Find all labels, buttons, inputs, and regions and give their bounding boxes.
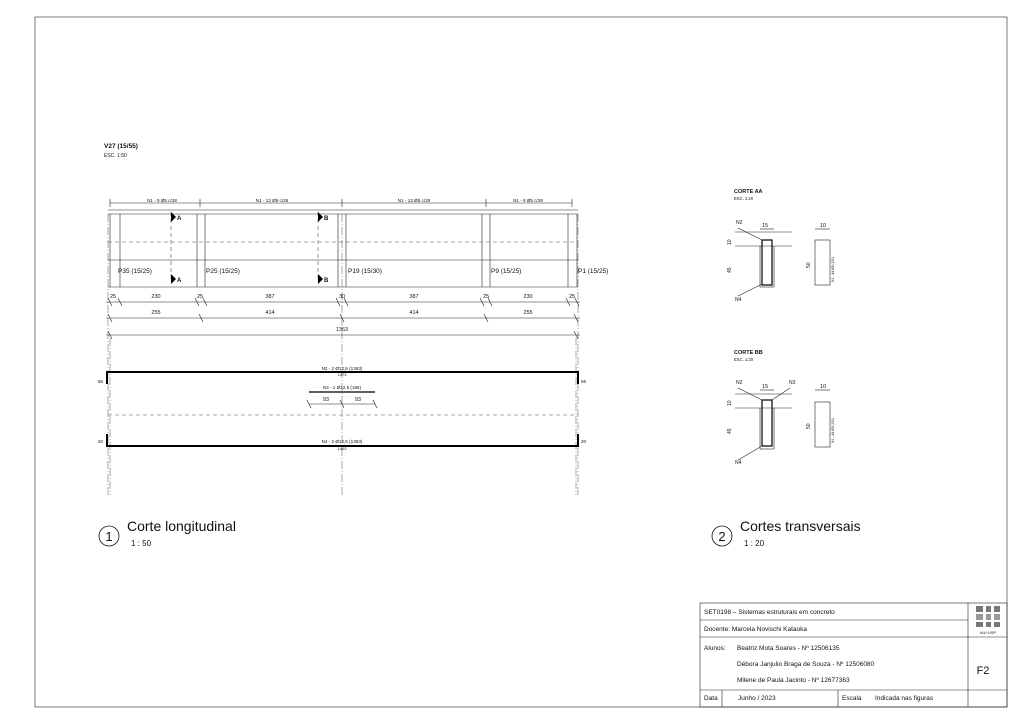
dim-r2-3: 414 [409,310,418,316]
section-bb-dim-50: 50 [806,423,812,429]
section-bb-dim-10: 10 [820,384,826,390]
section-mark-a-top: A [177,216,182,222]
beam-scale: ESC. 1:50 [104,153,127,159]
pillar-label-p19: P19 (15/30) [348,268,382,275]
section-aa-dim-50: 50 [806,262,812,268]
svg-text:IAU·USP: IAU·USP [980,630,997,635]
teacher-name: Docente: Marcela Novischi Kataoka [704,626,807,633]
view-1-number: 1 [105,529,112,544]
scale-value: Indicada nas figuras [875,695,934,702]
stirrup-label-1: N1 - 9 Ø5 c/28 [147,198,177,203]
dim-r1-5: 30 [339,294,345,300]
section-aa-label-n4: N4 [735,297,742,303]
section-aa-dim-10: 10 [820,223,826,229]
view-1-scale: 1 : 50 [131,539,152,548]
bar-n3-dim-2: 93 [355,397,361,403]
dim-r1-7: 25 [483,294,489,300]
date-value: Junho / 2023 [738,695,776,702]
student-1: Beatriz Mota Soares - Nº 12506135 [737,645,840,652]
section-cut-a: A A [170,212,182,284]
dim-r1-2: 230 [151,294,160,300]
university-logo: IAU·USP [976,606,1000,635]
bar-n4-label: N4 - 2 Ø12,5 (1363) [322,439,363,444]
bar-n4-length: 1403 [338,446,348,451]
bar-n3-label: N3 - 1 Ø12,5 (186) [323,385,362,390]
section-bb-dim-45: 45 [727,428,733,434]
pillar-label-p25: P25 (15/25) [206,268,240,275]
section-mark-b-top: B [324,216,329,222]
beam-title: V27 (15/55) [104,143,138,150]
scale-label: Escala [842,695,862,702]
section-bb-stirrup: N1 - 44 Ø5 (150) [831,418,835,443]
bar-n2-hook-left: 55 [98,379,104,384]
stirrup-label-2: N1 - 13 Ø5 c/28 [256,198,289,203]
section-aa-dim-45: 45 [727,267,733,273]
section-mark-b-bottom: B [324,278,329,284]
view-2-scale: 1 : 20 [744,539,765,548]
sheet-number: F2 [977,665,990,677]
cross-section-aa: CORTE AA ESC. 1:20 N2 15 10 10 45 N4 50 … [727,189,835,303]
section-cut-b: B B [317,212,329,284]
bar-n2-length: 1473 [338,372,348,377]
bar-n3-dim-1: 93 [323,397,329,403]
dim-r1-9: 25 [569,294,575,300]
view-title-2: 2 Cortes transversais 1 : 20 [711,518,861,548]
dim-total: 1363 [336,327,348,333]
bar-n4 [106,434,579,447]
bar-n2-label: N2 - 2 Ø12,5 (1363) [322,366,363,371]
title-block: SET0198 – Sistemas estruturais em concre… [699,602,1008,708]
section-bb-title: CORTE BB [734,350,763,356]
dim-r2-4: 255 [523,310,532,316]
bar-n2-hook-right: 55 [581,379,587,384]
section-aa-stirrup: N1 - 44 Ø5 (150) [831,257,835,282]
dim-r1-1: 25 [110,294,116,300]
pillar-label-p9: P9 (15/25) [491,268,521,275]
view-title-1: 1 Corte longitudinal 1 : 50 [98,518,236,548]
section-bb-dim-slab: 10 [727,400,733,406]
bar-n4-hook-right: 20 [581,439,587,444]
section-aa-title: CORTE AA [734,189,763,195]
pillar-label-p35: P35 (15/25) [118,268,152,275]
student-2: Débora Janjulio Braga de Souza - Nº 1250… [737,661,875,668]
stirrup-label-4: N1 - 9 Ø5 c/28 [513,198,543,203]
view-2-number: 2 [718,529,725,544]
section-bb-scale: ESC. 1:20 [734,357,754,362]
pillar-label-p1: P1 (15/25) [578,268,608,275]
course-name: SET0198 – Sistemas estruturais em concre… [704,609,835,616]
sheet-border [34,16,1008,708]
student-3: Milene de Paula Jacinto - Nº 12677363 [737,677,850,684]
section-aa-label-n2: N2 [736,220,743,226]
view-2-title: Cortes transversais [740,518,861,534]
date-label: Data [704,695,718,702]
cross-section-bb: CORTE BB ESC. 1:20 N2 15 N3 10 10 45 N4 … [727,350,835,466]
longitudinal-section: V27 (15/55) ESC. 1:50 N1 - 9 Ø5 c/28 N1 … [98,143,608,495]
stirrup-label-3: N1 - 13 Ø5 c/28 [398,198,431,203]
dim-r1-8: 230 [523,294,532,300]
section-aa-dim-slab: 10 [727,239,733,245]
bar-n4-hook-left: 20 [98,439,104,444]
dim-r2-2: 414 [265,310,274,316]
bar-n2 [106,371,579,384]
dim-r1-4: 387 [265,294,274,300]
section-bb-label-n4: N4 [735,460,742,466]
section-aa-scale: ESC. 1:20 [734,196,754,201]
students-label: Alunos: [704,645,726,652]
dim-r1-6: 387 [409,294,418,300]
section-bb-dim-width: 15 [762,384,768,390]
section-mark-a-bottom: A [177,278,182,284]
dim-r1-3: 25 [197,294,203,300]
section-bb-label-n2: N2 [736,380,743,386]
view-1-title: Corte longitudinal [127,518,236,534]
dim-r2-1: 255 [151,310,160,316]
section-bb-label-n3: N3 [789,380,796,386]
section-aa-dim-width: 15 [762,223,768,229]
